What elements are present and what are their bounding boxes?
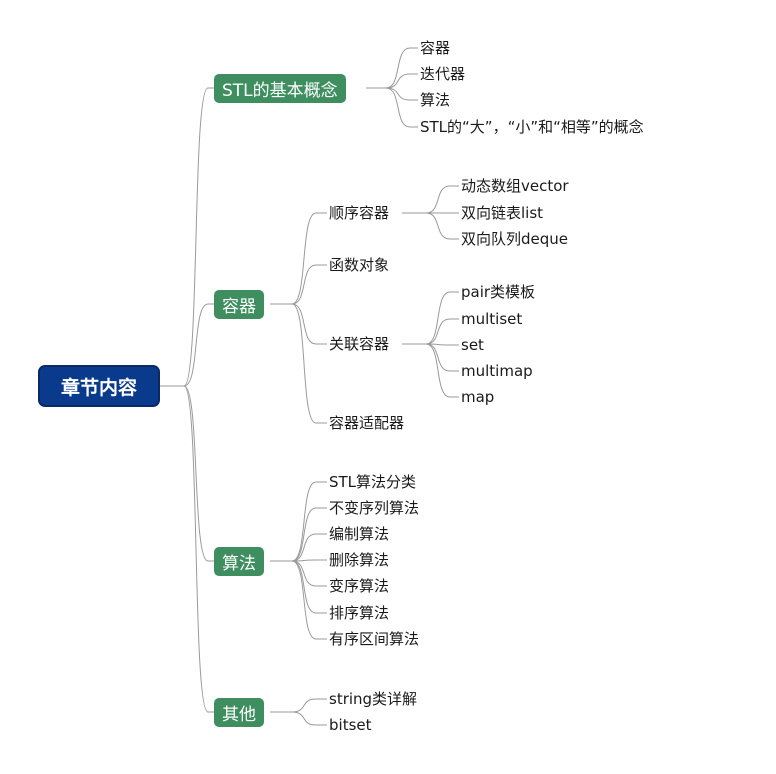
root-node[interactable]: 章节内容 — [38, 365, 160, 407]
leaf-sorting-algorithms[interactable]: 排序算法 — [329, 604, 390, 622]
leaf-stl-iterator[interactable]: 迭代器 — [420, 65, 466, 83]
leaf-string-class[interactable]: string类详解 — [329, 690, 418, 708]
branch-others[interactable]: 其他 — [214, 698, 264, 727]
leaf-stl-container[interactable]: 容器 — [420, 39, 451, 57]
leaf-stl-comparison-concept[interactable]: STL的“大”，“小”和“相等”的概念 — [420, 118, 644, 136]
leaf-list[interactable]: 双向链表list — [461, 204, 544, 222]
leaf-deque[interactable]: 双向队列deque — [461, 230, 569, 248]
node-sequence-containers[interactable]: 顺序容器 — [329, 204, 390, 222]
leaf-bitset[interactable]: bitset — [329, 716, 372, 734]
leaf-stl-algorithm[interactable]: 算法 — [420, 91, 451, 109]
leaf-removing-algorithms[interactable]: 删除算法 — [329, 551, 390, 569]
node-associative-containers[interactable]: 关联容器 — [329, 335, 390, 353]
leaf-modifying-algorithms[interactable]: 编制算法 — [329, 525, 390, 543]
leaf-vector[interactable]: 动态数组vector — [461, 177, 569, 195]
leaf-algorithm-classification[interactable]: STL算法分类 — [329, 473, 417, 491]
leaf-pair[interactable]: pair类模板 — [461, 283, 536, 301]
branch-stl-concepts[interactable]: STL的基本概念 — [214, 74, 346, 103]
leaf-set[interactable]: set — [461, 336, 484, 354]
node-container-adapters[interactable]: 容器适配器 — [329, 414, 405, 432]
leaf-sorted-range-algorithms[interactable]: 有序区间算法 — [329, 630, 420, 648]
leaf-multimap[interactable]: multimap — [461, 362, 533, 380]
leaf-map[interactable]: map — [461, 388, 495, 406]
leaf-mutating-algorithms[interactable]: 变序算法 — [329, 577, 390, 595]
branch-algorithms[interactable]: 算法 — [214, 547, 264, 576]
leaf-multiset[interactable]: multiset — [461, 310, 523, 328]
node-function-objects[interactable]: 函数对象 — [329, 256, 390, 274]
leaf-nonmutating-algorithms[interactable]: 不变序列算法 — [329, 499, 420, 517]
branch-containers[interactable]: 容器 — [214, 290, 264, 319]
